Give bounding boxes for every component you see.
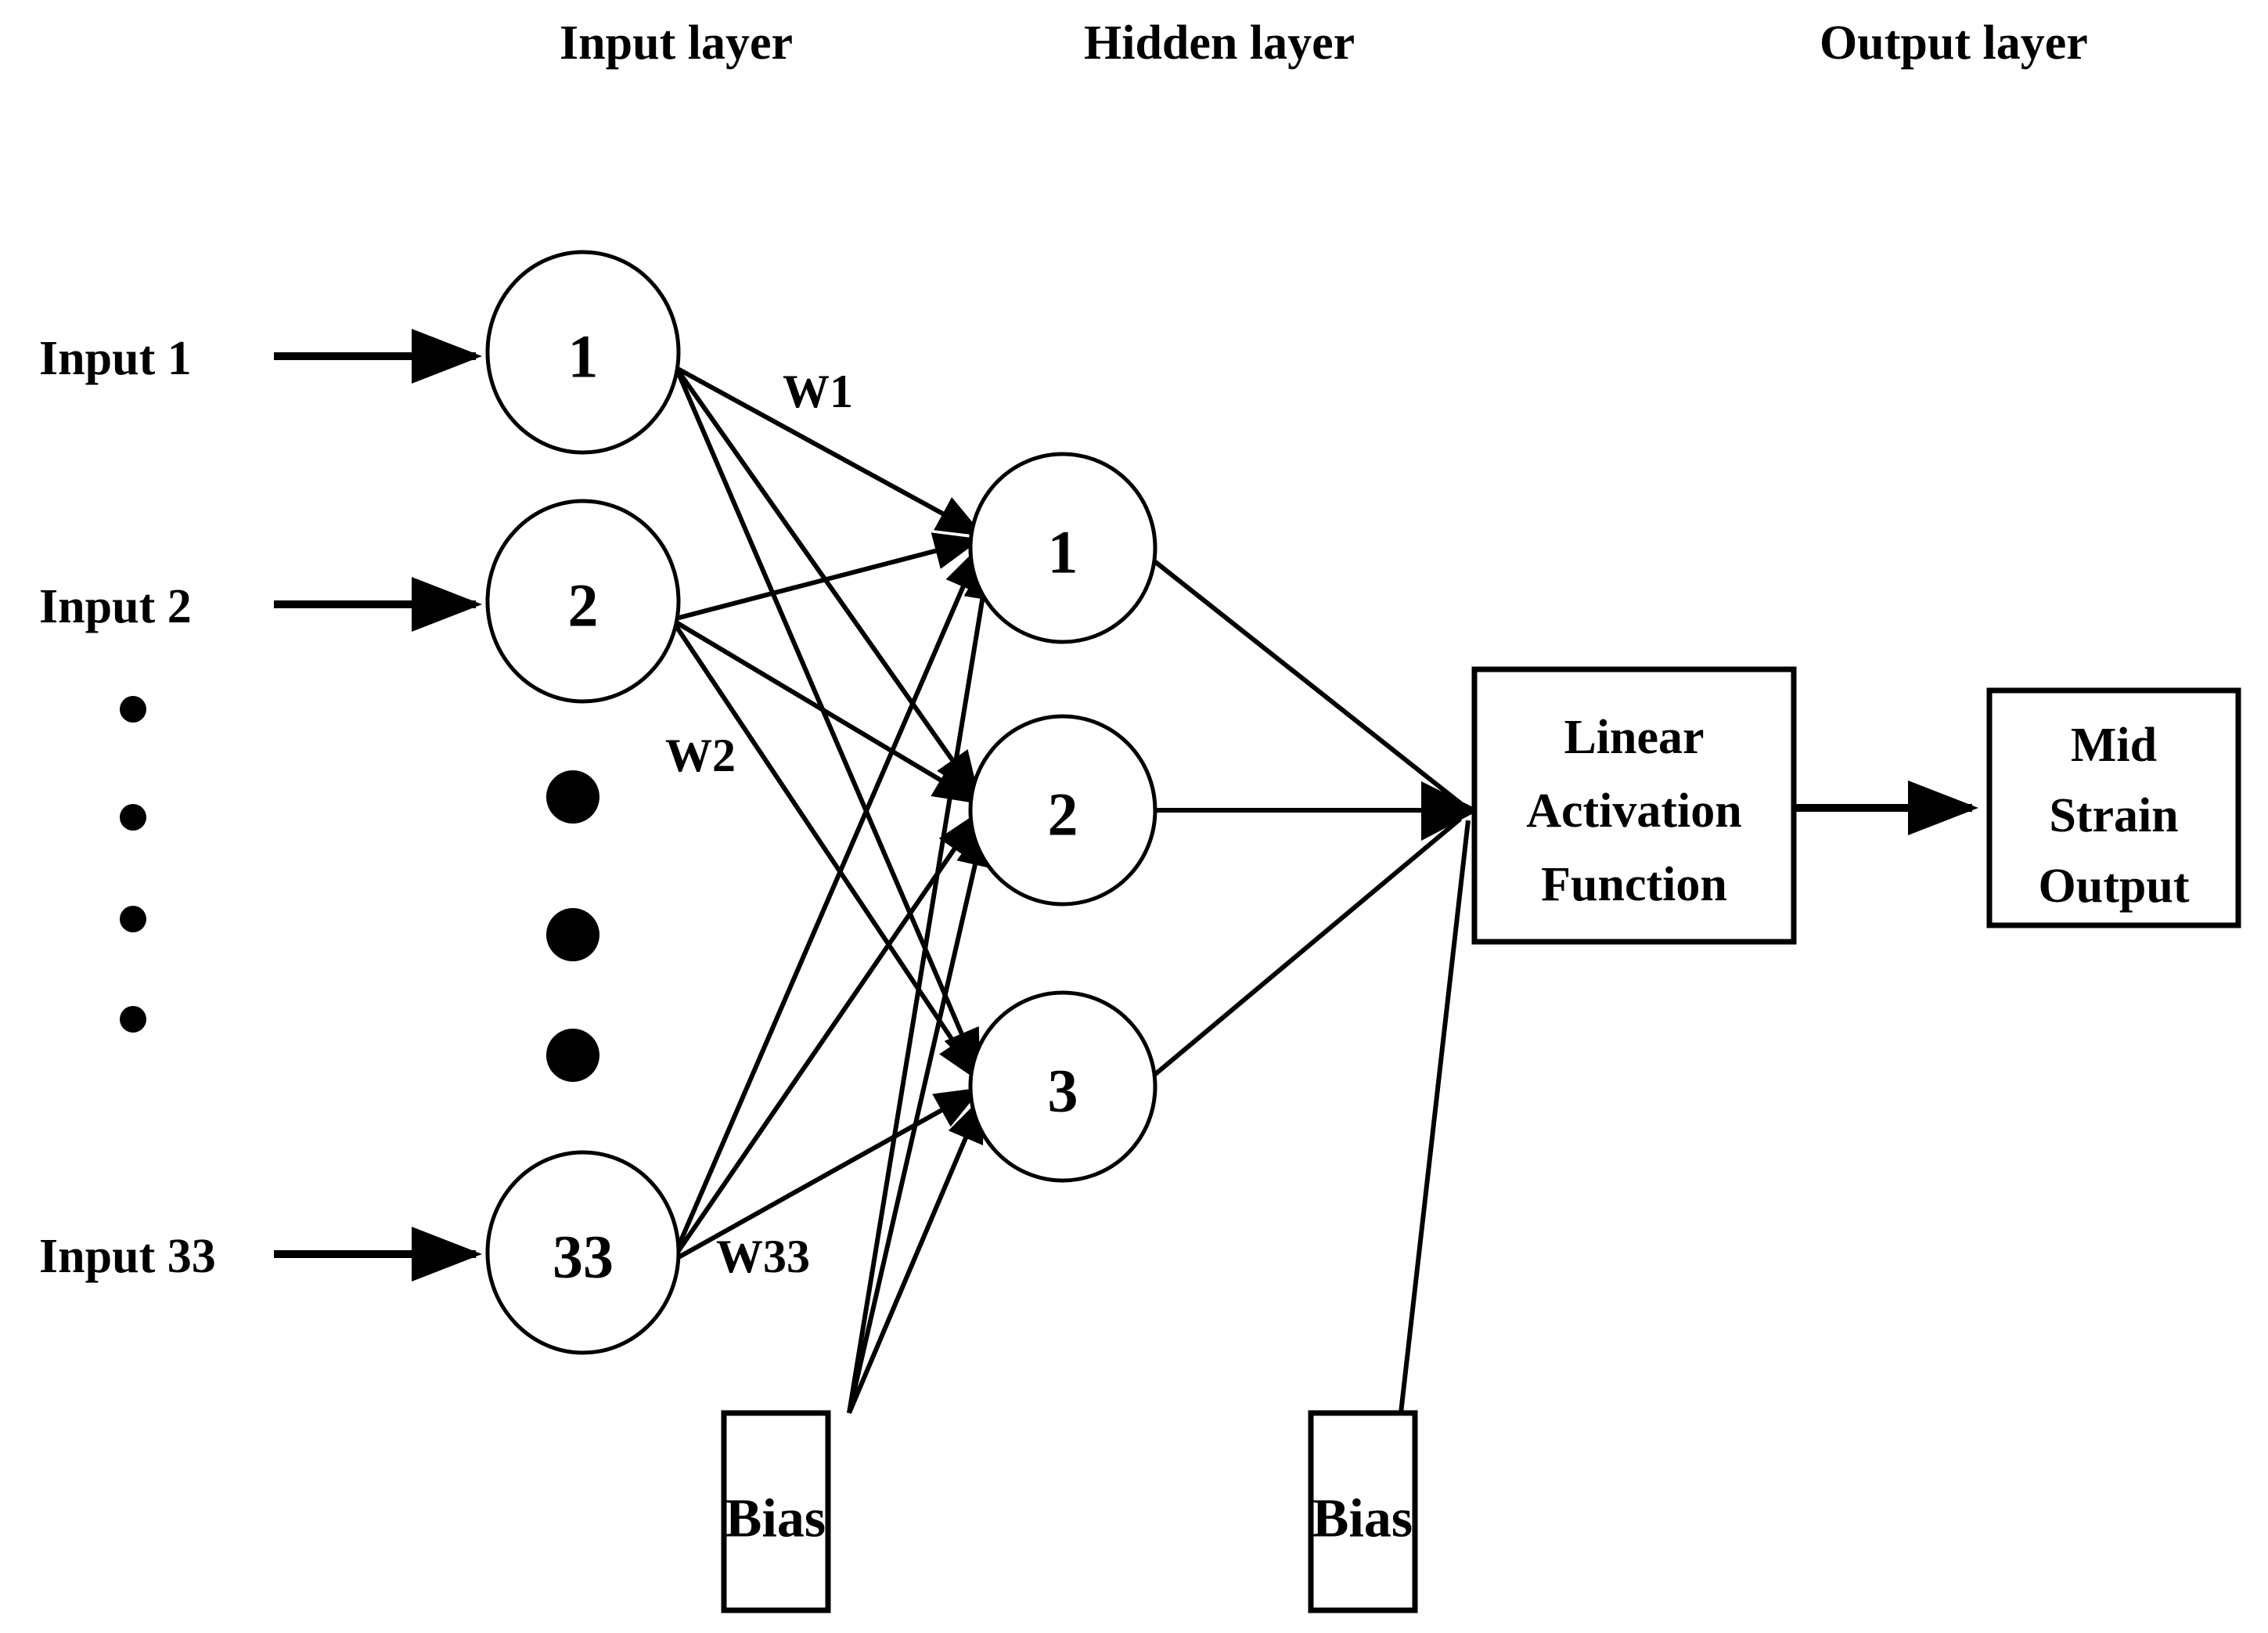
edge-in33-h2: [671, 810, 981, 1260]
input-node-2-circle: [485, 499, 681, 704]
hidden-node-3-label: 3: [1048, 1057, 1078, 1125]
edge-in2-h2: [675, 620, 981, 805]
edge-bias1-h3: [847, 1094, 985, 1415]
weight-label-w1: W1: [783, 366, 853, 417]
input-node-1-circle: [485, 250, 681, 455]
bias-box-output-rect: [1308, 1410, 1418, 1613]
input-node-33[interactable]: 33: [485, 1150, 681, 1355]
hidden-node-1[interactable]: 1: [968, 452, 1157, 644]
weight-label-w2: W2: [665, 730, 736, 781]
input-node-33-circle: [485, 1150, 681, 1355]
edge-bias2-activation: [1399, 820, 1471, 1414]
hidden-node-1-label: 1: [1048, 518, 1078, 586]
linear-activation-function-line-3: Function: [1541, 858, 1727, 911]
ellipsis-dot-node-2: [546, 908, 599, 961]
bias-box-hidden-label: Bias: [725, 1489, 826, 1549]
input-node-2-label: 2: [568, 571, 599, 640]
ellipsis-dot-left-4: [120, 1006, 146, 1033]
hidden-node-3[interactable]: 3: [968, 990, 1157, 1183]
output-layer-title: Output layer: [1820, 16, 2088, 70]
input-1-label: Input 1: [39, 332, 192, 385]
bias-box-output-label: Bias: [1312, 1489, 1413, 1549]
hidden-node-2-label: 2: [1048, 780, 1078, 849]
edge-in33-h1: [671, 543, 982, 1260]
input-layer-title: Input layer: [560, 16, 793, 70]
input-2-label: Input 2: [39, 580, 192, 633]
activation-convergence-arrowhead: [1421, 781, 1479, 841]
weight-label-w33: W33: [716, 1231, 810, 1282]
ellipsis-dot-left-3: [120, 906, 146, 932]
edge-in2-h1: [675, 532, 981, 621]
hidden-layer-title: Hidden layer: [1084, 16, 1355, 70]
edge-in1-h1: [675, 366, 985, 536]
edge-in2-h3: [674, 625, 981, 1083]
input-node-1[interactable]: 1: [485, 250, 681, 455]
ellipsis-dot-left-1: [120, 696, 146, 723]
edge-h3-activation: [1152, 816, 1462, 1078]
edge-in33-h3: [671, 1087, 983, 1263]
ellipsis-dot-node-1: [546, 770, 599, 824]
bias-box-hidden-rect: [721, 1410, 831, 1613]
linear-activation-function-line-2: Activation: [1526, 784, 1742, 838]
input-33-label: Input 33: [39, 1230, 216, 1283]
linear-activation-function-line-1: Linear: [1564, 711, 1704, 764]
bias-box-hidden[interactable]: Bias: [721, 1410, 831, 1613]
input-node-33-label: 33: [553, 1223, 614, 1291]
hidden-node-2[interactable]: 2: [968, 714, 1157, 907]
edge-bias1-h1: [847, 553, 1001, 1414]
ellipsis-dot-left-2: [120, 804, 146, 831]
mid-strain-output-line-1: Mid: [2071, 719, 2157, 772]
mid-strain-output-box[interactable]: Mid Strain Output: [1986, 687, 2241, 928]
input-node-2[interactable]: 2: [485, 499, 681, 704]
ellipsis-dot-node-3: [546, 1029, 599, 1082]
mid-strain-output-line-2: Strain: [2049, 789, 2178, 842]
edge-in1-h3: [674, 366, 981, 1077]
hidden-node-1-circle: [968, 452, 1157, 644]
mid-strain-output-rect: [1986, 687, 2241, 928]
input-node-1-label: 1: [568, 323, 599, 391]
hidden-node-3-circle: [968, 990, 1157, 1183]
bias-box-output[interactable]: Bias: [1308, 1410, 1418, 1613]
linear-activation-function-box[interactable]: Linear Activation Function: [1471, 666, 1797, 945]
mid-strain-output-line-3: Output: [2039, 860, 2190, 913]
edge-bias1-h2: [847, 819, 994, 1414]
edge-h1-activation: [1152, 558, 1462, 806]
hidden-node-2-circle: [968, 714, 1157, 907]
